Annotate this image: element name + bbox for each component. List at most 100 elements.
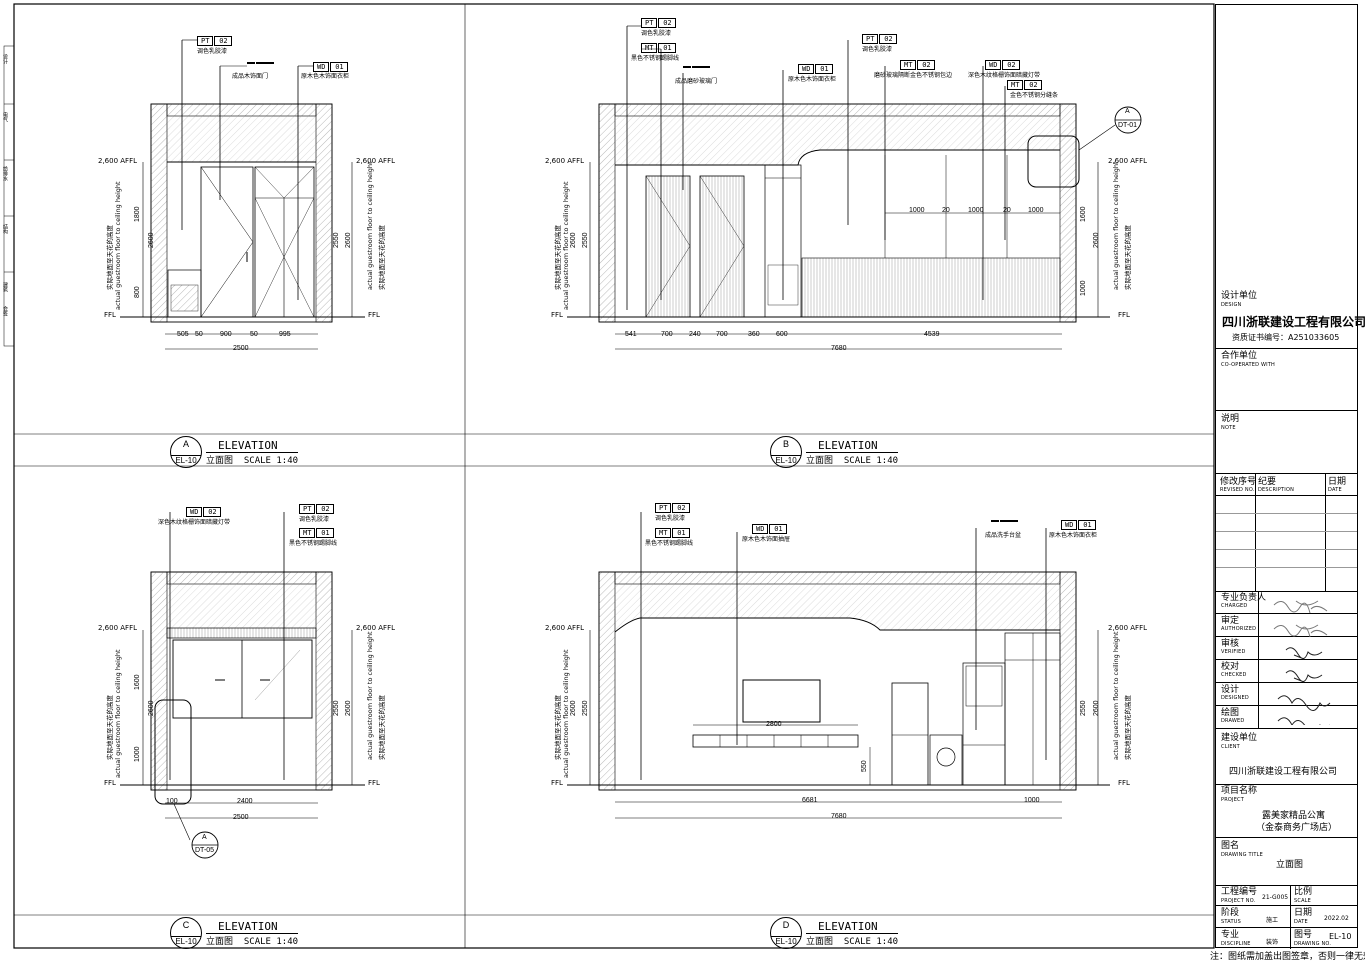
scale-en: SCALE	[1294, 898, 1312, 904]
note-d-right: 实际地面至天花的高度	[1124, 695, 1132, 760]
dim-b-7: 4539	[924, 331, 940, 338]
dim-d-r2: 2600	[1093, 700, 1100, 716]
note-a-left: 实际地面至天花的高度	[106, 225, 114, 290]
client-name: 四川浙联建设工程有限公司	[1229, 767, 1338, 777]
date-en-2: DATE	[1294, 919, 1308, 925]
tag-b-desc-8: 金色不锈钢分缝条	[1010, 92, 1059, 99]
designed-label: 设计	[1221, 685, 1240, 695]
detail-c-ref[interactable]: DT-05	[195, 847, 215, 854]
dim-a-4: 50	[250, 331, 258, 338]
tag-a-desc-3: 原木色木饰面衣柜	[301, 73, 350, 80]
note-a-right: 实际地面至天花的高度	[378, 225, 386, 290]
proj-no-value: 21-G005	[1262, 894, 1289, 901]
dim-a-l3: 2600	[148, 232, 155, 248]
dim-d-l1: 2600	[570, 700, 577, 716]
note-b-right: 实际地面至天花的高度	[1124, 225, 1132, 290]
signature-images	[1273, 600, 1331, 725]
dim-c-l1: 1600	[134, 674, 141, 690]
dwg-no-label: 图号	[1294, 930, 1313, 940]
status-en: STATUS	[1221, 919, 1241, 925]
tag-d-desc-3: 原木色木饰面抽屉	[742, 536, 791, 543]
dim-b-m1: 1000	[909, 207, 925, 214]
level-top-a: 2,600 AFFL	[98, 157, 138, 165]
auth-en: AUTHORIZED	[1221, 626, 1257, 632]
dim-b-m4: 20	[1003, 207, 1011, 214]
verified-label: 审核	[1221, 639, 1240, 649]
level-ffl-d-r: FFL	[1118, 779, 1130, 787]
date-en: DATE	[1328, 487, 1342, 493]
strip-item: 会签	[2, 306, 8, 316]
detail-b-ref[interactable]: DT-01	[1118, 122, 1138, 129]
level-top-c: 2,600 AFFL	[98, 624, 138, 632]
project-en: PROJECT	[1221, 797, 1245, 803]
tag-a-door	[247, 62, 274, 64]
tag-a-desc-2: 成品木饰面门	[232, 73, 269, 80]
dim-a-r1: 2550	[333, 232, 340, 248]
tag-b-desc-4: 原木色木饰面衣柜	[788, 76, 837, 83]
client-label: 建设单位	[1221, 733, 1258, 743]
dim-b-1: 541	[625, 331, 637, 338]
date-label-2: 日期	[1294, 908, 1313, 918]
dim-c-total: 2500	[233, 814, 249, 821]
note-b-left: 实际地面至天花的高度	[554, 225, 562, 290]
note-b-left-en: actual guestroom floor to ceiling height	[562, 181, 570, 310]
dim-a-1: 505	[177, 331, 189, 338]
drawing-en: DRAWING TITLE	[1221, 852, 1264, 858]
proj-no-en: PROJECT NO.	[1221, 898, 1256, 904]
note-d-left-en: actual guestroom floor to ceiling height	[562, 649, 570, 778]
discipline-value: 装饰	[1266, 939, 1279, 946]
charged-label: 专业负责人	[1221, 593, 1267, 603]
tag-c-desc-2: 调色乳胶漆	[299, 516, 330, 523]
strip-item: 设计	[2, 54, 8, 64]
dim-b-l1: 2600	[570, 232, 577, 248]
discipline-label: 专业	[1221, 930, 1240, 940]
dwg-no-value: EL-10	[1329, 932, 1352, 941]
note-b-right-en: actual guestroom floor to ceiling height	[1112, 161, 1120, 290]
coop-en: CO-OPERATED WITH	[1221, 362, 1276, 368]
tag-b-desc-3: 成品磨砂玻璃门	[675, 78, 718, 85]
sheet-border	[13, 3, 1215, 949]
level-top-c-r: 2,600 AFFL	[356, 624, 396, 632]
dim-a-5: 995	[279, 331, 291, 338]
rev-label: 修改序号	[1220, 477, 1257, 487]
tag-b-desc-5: 调色乳胶漆	[862, 46, 893, 53]
note-d-left: 实际地面至天花的高度	[554, 695, 562, 760]
level-ffl-c: FFL	[104, 779, 116, 787]
dim-c-r1: 2550	[333, 700, 340, 716]
client-en: CLIENT	[1221, 744, 1240, 750]
project-branch: （金泰商务广场店）	[1256, 823, 1338, 833]
note-a-right-en: actual guestroom floor to ceiling height	[366, 161, 374, 290]
tag-b-desc-6: 磨砂玻璃隔断金色不锈钢包边	[874, 72, 953, 79]
designed-en: DESIGNED	[1221, 695, 1249, 701]
date-value: 2022.02	[1324, 915, 1349, 922]
dim-b-m2: 20	[942, 207, 950, 214]
tag-c-desc-1: 深色木纹格栅饰面暗藏灯带	[158, 519, 231, 526]
dim-b-3: 240	[689, 331, 701, 338]
title-block: 设计单位 DESIGN 四川浙联建设工程有限公司 资质证书编号：A2510336…	[1215, 4, 1365, 949]
level-ffl-d: FFL	[551, 779, 563, 787]
dim-c-2: 2400	[237, 798, 253, 805]
desc-en: DESCRIPTION	[1258, 487, 1295, 493]
level-top-b: 2,600 AFFL	[545, 157, 585, 165]
dim-a-2: 50	[195, 331, 203, 338]
tag-b-desc-2: 黑色不锈钢踢脚线	[631, 55, 680, 62]
project-label: 项目名称	[1221, 786, 1258, 796]
dim-c-l3: 1000	[134, 746, 141, 762]
strip-item: 给排水	[2, 166, 8, 181]
dim-c-l2: 2600	[148, 700, 155, 716]
